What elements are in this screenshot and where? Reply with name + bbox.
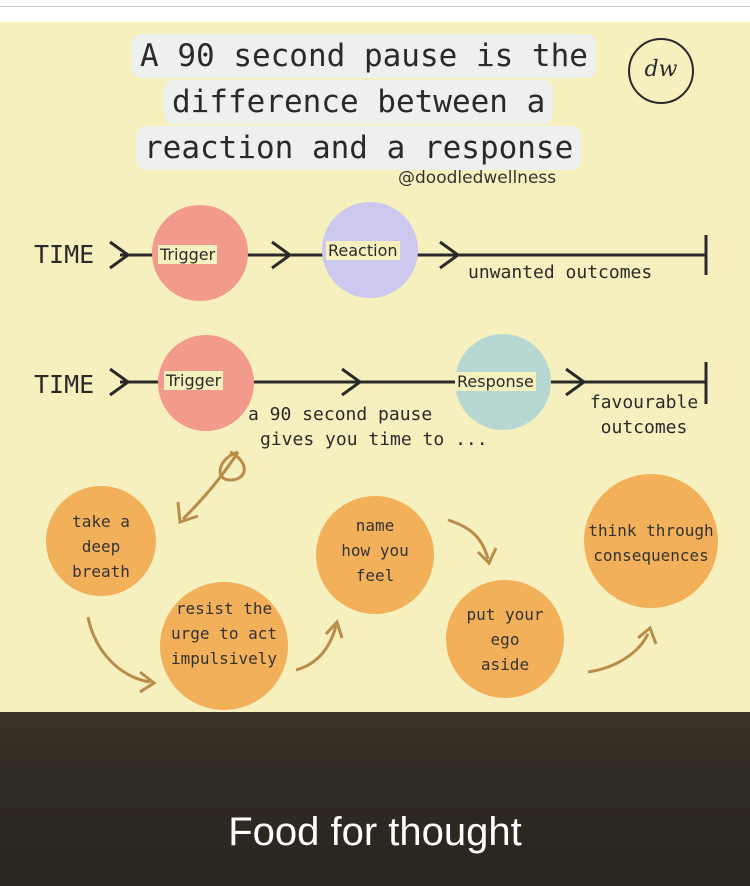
row2-response-label: Response (455, 372, 536, 391)
infographic-poster[interactable]: A 90 second pause is the difference betw… (0, 22, 750, 712)
step-resist-line3: impulsively (171, 649, 277, 668)
step-breath-line1: take a (72, 512, 130, 531)
pause-note-line2: gives you time to ... (260, 429, 488, 450)
pause-note-line1: a 90 second pause (248, 404, 433, 425)
row2-outcome-line1: favourable (589, 392, 699, 413)
step-text-name: name how you feel (316, 513, 434, 588)
step-circle-name (316, 496, 434, 614)
title-line-2: difference between a (164, 80, 554, 124)
step-resist-line1: resist the (175, 599, 273, 618)
top-divider (0, 6, 750, 7)
title-line-1: A 90 second pause is the (132, 34, 596, 78)
row1-trigger-label: Trigger (158, 245, 218, 264)
step-text-breath: take a deep breath (46, 509, 156, 584)
step-resist-line2: urge to act (171, 624, 277, 643)
step-circle-resist (160, 582, 288, 710)
row2-outcome: favourable outcomes (588, 390, 700, 440)
step-ego-line1: put your (466, 605, 544, 624)
pause-note: a 90 second pause gives you time to ... (248, 402, 488, 452)
step-breath-line3: breath (72, 562, 130, 581)
row1-outcome: unwanted outcomes (468, 262, 653, 283)
step-text-think: think through consequences (580, 518, 722, 568)
author-handle: @doodledwellness (398, 168, 557, 188)
step-ego-line3: aside (480, 655, 530, 674)
row2-trigger-label: Trigger (164, 371, 224, 390)
step-breath-line2: deep (81, 537, 121, 556)
row2-time-label: TIME (34, 370, 95, 399)
step-think-line2: consequences (593, 546, 709, 565)
title-line-3: reaction and a response (136, 126, 582, 170)
step-circle-breath (46, 486, 156, 596)
step-think-line1: think through (588, 521, 714, 540)
step-ego-line2: ego (490, 630, 520, 649)
step-circle-think (584, 474, 718, 608)
step-name-line1: name (355, 516, 395, 535)
step-text-resist: resist the urge to act impulsively (160, 596, 288, 671)
post-caption: Food for thought (228, 810, 522, 854)
top-bar (0, 0, 750, 23)
post-caption-area: Food for thought (0, 712, 750, 886)
row1-time-label: TIME (34, 240, 95, 269)
logo-badge: dw (628, 38, 694, 104)
step-circle-ego (446, 580, 564, 698)
row1-reaction-label: Reaction (326, 241, 400, 260)
step-text-ego: put your ego aside (446, 602, 564, 677)
step-name-line2: how you (341, 541, 409, 560)
row2-outcome-line2: outcomes (600, 417, 688, 438)
step-name-line3: feel (355, 566, 395, 585)
